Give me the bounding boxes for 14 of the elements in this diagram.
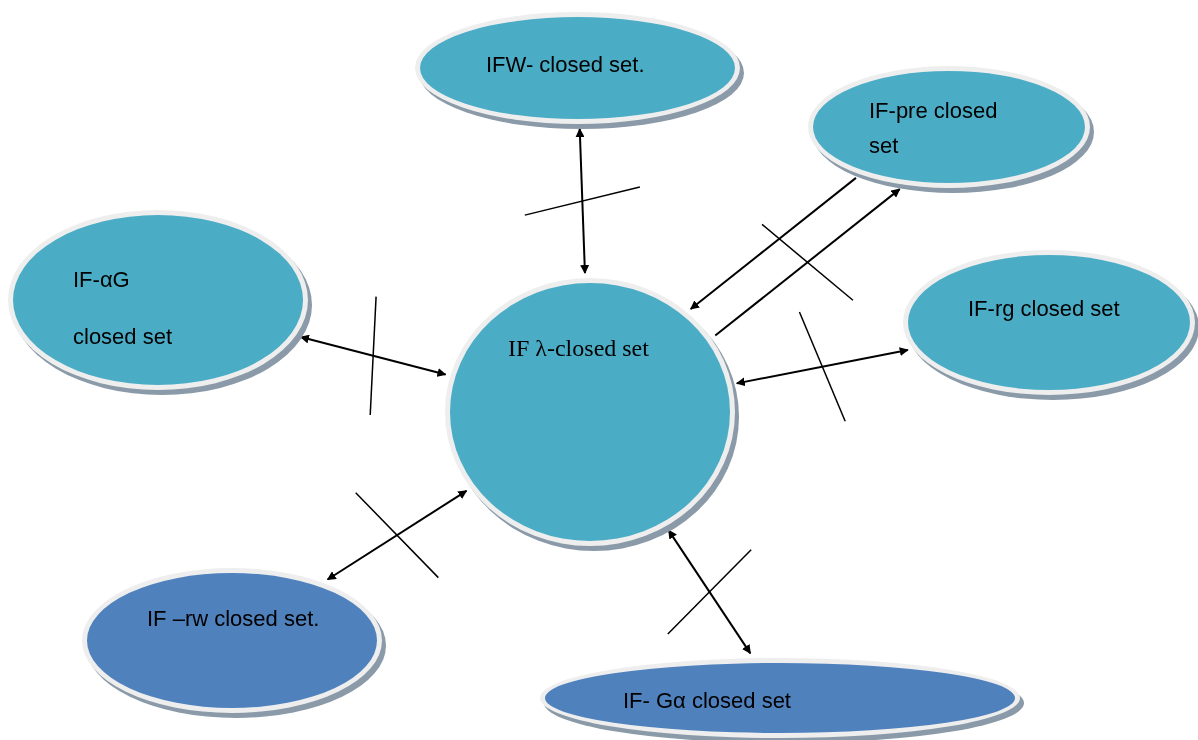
node-label: IF-pre closed set	[869, 97, 999, 161]
node-label: IF –rw closed set.	[147, 605, 321, 633]
node-label: IF- Gα closed set	[623, 687, 792, 715]
arrow	[714, 188, 901, 337]
double-arrow	[326, 489, 468, 581]
double-arrow	[575, 128, 590, 275]
node-label: IF-αG closed set	[73, 266, 174, 352]
node-label: IF λ-closed set	[508, 334, 650, 363]
double-arrow	[735, 347, 909, 387]
arrow	[689, 176, 857, 311]
node-label: IF-rg closed set	[968, 295, 1121, 323]
double-arrow	[667, 529, 752, 655]
double-arrow	[299, 334, 447, 377]
node-label: IFW- closed set.	[486, 51, 646, 79]
